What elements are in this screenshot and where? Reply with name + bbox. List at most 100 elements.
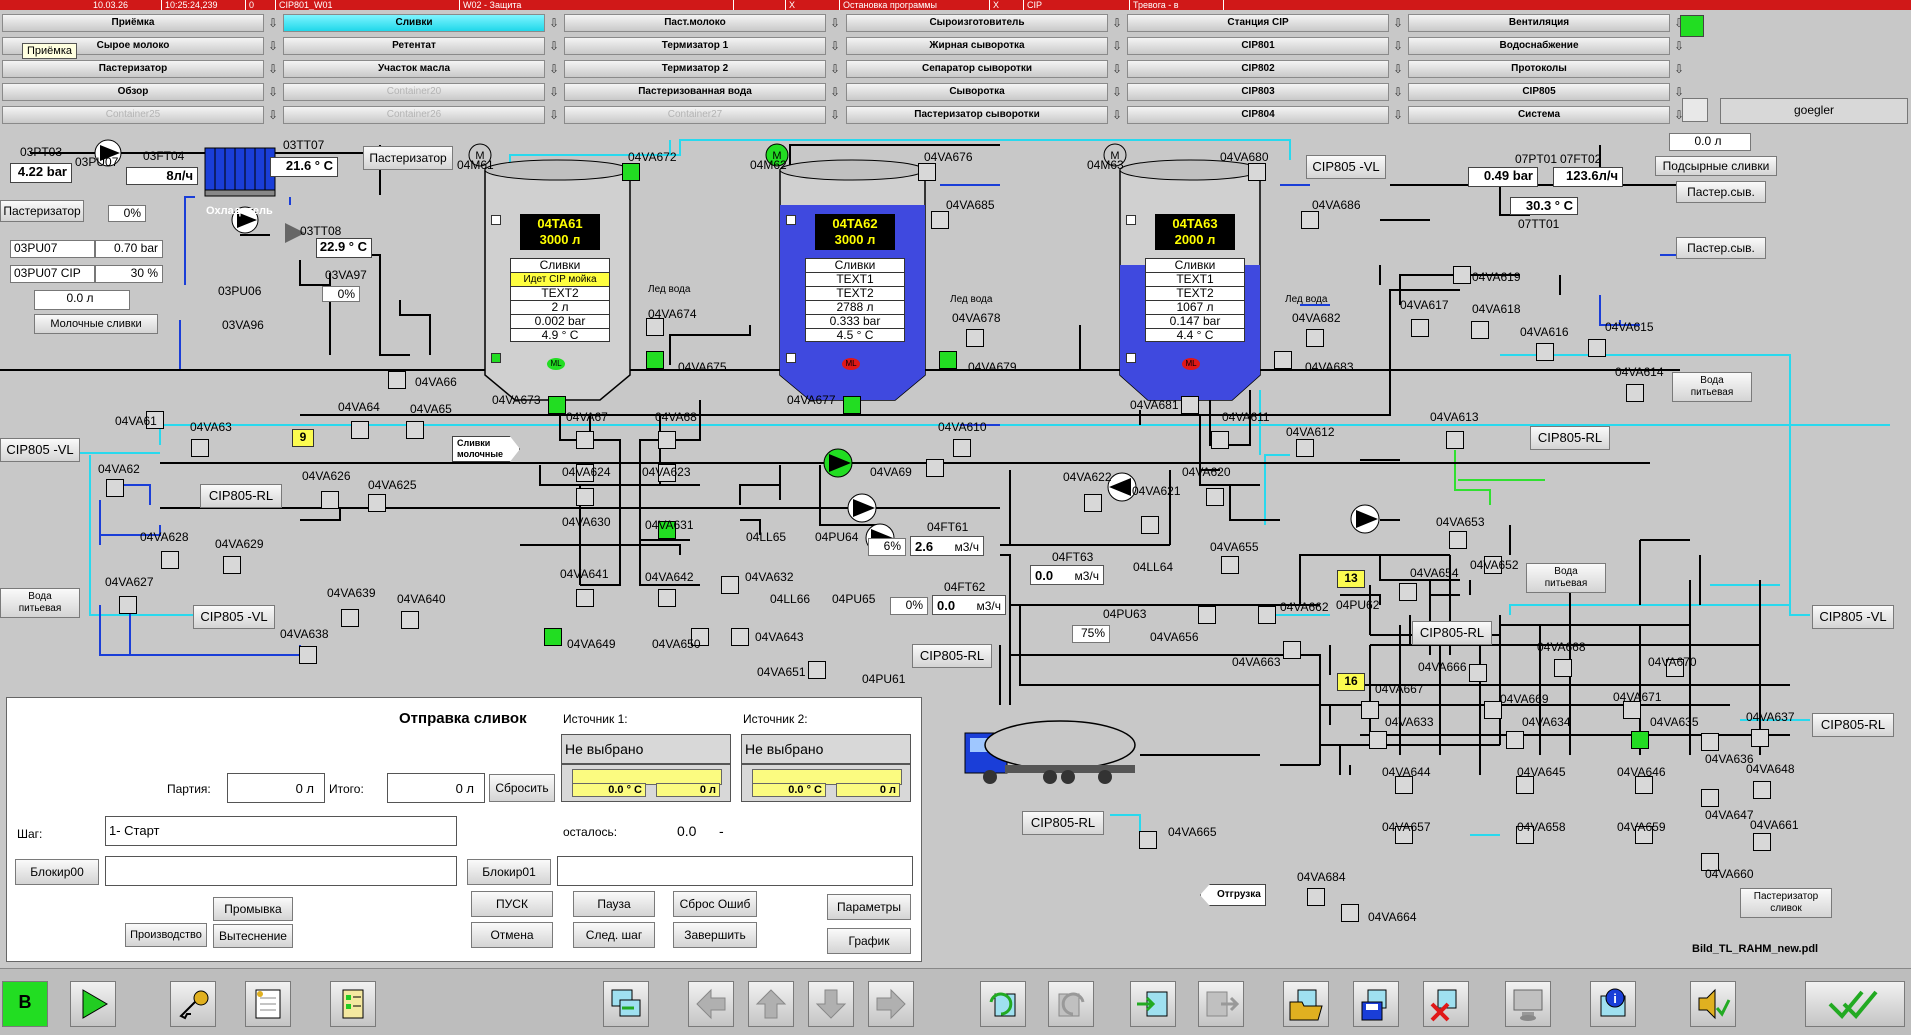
water-button-mid[interactable]: Вода питьевая — [1526, 563, 1606, 593]
valve-04va660[interactable] — [1701, 853, 1719, 871]
valve-04va611[interactable] — [1211, 431, 1229, 449]
party-input[interactable]: 0 л — [227, 773, 325, 803]
pasteurizer-cream-button[interactable]: Пастеризатор сливок — [1740, 888, 1832, 918]
water-button-right[interactable]: Вода питьевая — [1672, 372, 1752, 402]
sound-acknowledge-icon[interactable] — [1690, 981, 1736, 1027]
valve-04va64[interactable] — [351, 421, 369, 439]
play-icon[interactable] — [70, 981, 116, 1027]
info-icon[interactable]: i — [1590, 981, 1636, 1027]
b-button[interactable]: B — [2, 981, 48, 1027]
pasteurizer-button-top[interactable]: Пастеризатор — [363, 146, 453, 170]
cip805-rl-left[interactable]: CIP805-RL — [200, 484, 282, 508]
cheese-cream-button[interactable]: Подсырные сливки — [1655, 156, 1777, 176]
cip805-rl-mid2[interactable]: CIP805-RL — [1412, 621, 1492, 645]
valve-04va68[interactable] — [658, 431, 676, 449]
finish-button[interactable]: Завершить — [673, 922, 757, 948]
displacement-button[interactable]: Вытеснение — [213, 924, 293, 948]
nav-expand-icon[interactable]: ⇩ — [267, 62, 279, 76]
valve-04va640[interactable] — [401, 611, 419, 629]
valve-04va685[interactable] — [931, 211, 949, 229]
nav-button-row5-0[interactable]: Container25 — [2, 106, 264, 124]
valve-04va638[interactable] — [299, 646, 317, 664]
valve-04va677[interactable] — [843, 396, 861, 414]
production-button[interactable]: Производство — [125, 923, 207, 947]
valve-04va637[interactable] — [1751, 729, 1769, 747]
valve-04va671[interactable] — [1623, 701, 1641, 719]
nav-button-row2-1[interactable]: Ретентат — [283, 37, 545, 55]
step-field[interactable]: 1- Старт — [105, 816, 457, 846]
nav-expand-icon[interactable]: ⇩ — [548, 85, 560, 99]
nav-expand-icon[interactable]: ⇩ — [548, 62, 560, 76]
valve-04va620[interactable] — [1206, 488, 1224, 506]
nav-button-row2-2[interactable]: Термизатор 1 — [564, 37, 826, 55]
export-icon[interactable] — [1198, 981, 1244, 1027]
undo-icon[interactable] — [980, 981, 1026, 1027]
valve-04va639[interactable] — [341, 609, 359, 627]
valve-04va659[interactable] — [1635, 826, 1653, 844]
cip805-vl-top[interactable]: CIP805 -VL — [1306, 155, 1386, 179]
valve-04va622[interactable] — [1084, 494, 1102, 512]
valve-04va61[interactable] — [146, 411, 164, 429]
past-cream-button-1[interactable]: Пастер.сыв. — [1676, 181, 1766, 203]
valve-04va629[interactable] — [223, 556, 241, 574]
nav-expand-icon[interactable]: ⇩ — [267, 39, 279, 53]
block01-field[interactable] — [557, 856, 913, 886]
valve-04va69[interactable] — [926, 459, 944, 477]
delete-icon[interactable] — [1423, 981, 1469, 1027]
valve-04va641[interactable] — [576, 589, 594, 607]
nav-button-row5-2[interactable]: Container27 — [564, 106, 826, 124]
pause-button[interactable]: Пауза — [573, 891, 655, 917]
nav-button-row1-1[interactable]: Сливки — [283, 14, 545, 32]
nav-button-row1-0[interactable]: Приёмка — [2, 14, 264, 32]
valve-04va618[interactable] — [1471, 321, 1489, 339]
valve-04va658[interactable] — [1516, 826, 1534, 844]
nav-button-row5-4[interactable]: CIP804 — [1127, 106, 1389, 124]
valve-04va676[interactable] — [918, 163, 936, 181]
valve-04va653[interactable] — [1449, 531, 1467, 549]
graph-button[interactable]: График — [827, 928, 911, 954]
valve-04va682[interactable] — [1306, 329, 1324, 347]
valve-04va664[interactable] — [1341, 904, 1359, 922]
valve-04va642[interactable] — [658, 589, 676, 607]
valve-04va627[interactable] — [119, 596, 137, 614]
nav-expand-icon[interactable]: ⇩ — [1392, 16, 1404, 30]
valve-04va686[interactable] — [1301, 211, 1319, 229]
dairy-cream-button[interactable]: Молочные сливки — [34, 314, 158, 334]
source1-select[interactable]: Не выбрано — [561, 734, 731, 764]
valve-04va62[interactable] — [106, 479, 124, 497]
nav-button-row1-5[interactable]: Вентиляция — [1408, 14, 1670, 32]
valve-04va652[interactable] — [1484, 556, 1502, 574]
acknowledge-all-icon[interactable] — [1805, 981, 1905, 1027]
block01-button[interactable]: Блокир01 — [467, 859, 551, 885]
total-input[interactable]: 0 л — [387, 773, 485, 803]
import-icon[interactable] — [1130, 981, 1176, 1027]
nav-expand-icon[interactable]: ⇩ — [1673, 108, 1685, 122]
valve-04va619[interactable] — [1453, 266, 1471, 284]
notepad-icon[interactable] — [245, 981, 291, 1027]
nav-button-row4-4[interactable]: CIP803 — [1127, 83, 1389, 101]
valve-04va621[interactable] — [1141, 516, 1159, 534]
nav-expand-icon[interactable]: ⇩ — [1673, 39, 1685, 53]
valve-04va617[interactable] — [1411, 319, 1429, 337]
nav-expand-icon[interactable]: ⇩ — [829, 16, 841, 30]
valve-04va628[interactable] — [161, 551, 179, 569]
nav-expand-icon[interactable]: ⇩ — [1673, 85, 1685, 99]
cip805-rl-mid[interactable]: CIP805-RL — [912, 644, 992, 668]
cip805-vl-left[interactable]: CIP805 -VL — [0, 438, 80, 462]
checklist-icon[interactable] — [330, 981, 376, 1027]
nav-button-row2-4[interactable]: CIP801 — [1127, 37, 1389, 55]
cip805-rl-right[interactable]: CIP805-RL — [1530, 426, 1610, 450]
redo-icon[interactable] — [1048, 981, 1094, 1027]
rinse-button[interactable]: Промывка — [213, 897, 293, 921]
valve-04va65[interactable] — [406, 421, 424, 439]
valve-04va657[interactable] — [1395, 826, 1413, 844]
valve-04va67[interactable] — [576, 431, 594, 449]
nav-button-row1-4[interactable]: Станция CIP — [1127, 14, 1389, 32]
nav-expand-icon[interactable]: ⇩ — [1392, 108, 1404, 122]
nav-expand-icon[interactable]: ⇩ — [1111, 16, 1123, 30]
valve-04va626[interactable] — [321, 491, 339, 509]
valve-04va649[interactable] — [544, 628, 562, 646]
valve-04va646[interactable] — [1635, 776, 1653, 794]
pasteurizer-button-left[interactable]: Пастеризатор — [0, 200, 84, 222]
valve-04va678[interactable] — [966, 329, 984, 347]
